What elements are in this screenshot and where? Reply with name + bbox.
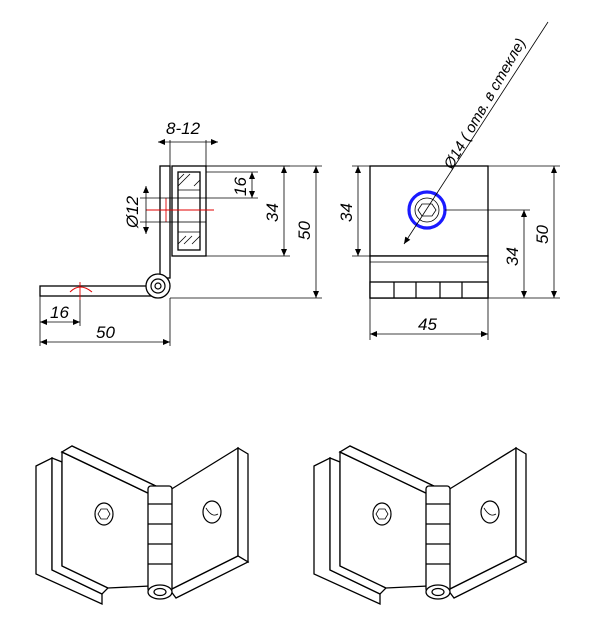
hole-diameter-dimension: Ø12 [123, 195, 142, 229]
dim-34-front-right: 34 [503, 247, 522, 266]
dim-50-front: 50 [533, 225, 552, 244]
hex-socket-icon [417, 203, 437, 217]
front-view: Ø14 ( отв. в стекле) 34 34 50 45 [337, 21, 560, 340]
side-view: 8-12 Ø12 16 34 50 16 50 [39, 119, 322, 346]
hole-callout: Ø14 ( отв. в стекле) [440, 35, 529, 172]
hinge-isometric-left-icon [35, 445, 250, 606]
dim-50-bottom: 50 [96, 323, 115, 342]
dim-34-side: 34 [263, 203, 282, 222]
dim-50-side: 50 [295, 221, 314, 240]
dim-16-top: 16 [231, 177, 250, 196]
gap-dimension: 8-12 [166, 119, 201, 138]
dim-34-front-left: 34 [337, 203, 356, 222]
clamp-hatching [177, 173, 201, 245]
hinge-isometric-right-icon [313, 445, 528, 606]
dim-16-bottom: 16 [50, 303, 69, 322]
dim-45-front: 45 [418, 315, 437, 334]
